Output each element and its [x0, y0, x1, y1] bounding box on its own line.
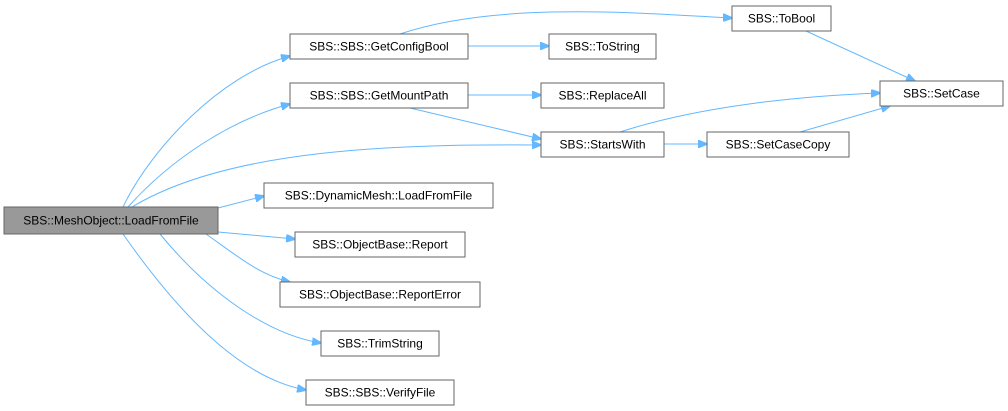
node-label: SBS::SetCase — [903, 87, 980, 101]
node-label: SBS::ObjectBase::ReportError — [299, 288, 461, 302]
edge-root-to-verifyfile — [122, 233, 306, 390]
node-trimstring[interactable]: SBS::TrimString — [320, 330, 440, 357]
node-tobool[interactable]: SBS::ToBool — [731, 5, 832, 32]
edge-root-to-report — [217, 231, 295, 239]
node-box[interactable] — [289, 82, 469, 109]
node-box[interactable] — [540, 82, 665, 109]
edge-getconfigbool-to-tobool — [399, 11, 732, 35]
node-label: SBS::MeshObject::LoadFromFile — [23, 214, 199, 228]
node-tostring[interactable]: SBS::ToString — [548, 33, 657, 60]
node-getmountpath[interactable]: SBS::SBS::GetMountPath — [289, 82, 469, 109]
node-box[interactable] — [548, 33, 657, 60]
node-report[interactable]: SBS::ObjectBase::Report — [294, 231, 466, 258]
nodes-layer: SBS::MeshObject::LoadFromFile SBS::SBS::G… — [3, 5, 1004, 406]
node-label: SBS::TrimString — [337, 337, 423, 351]
node-setcase[interactable]: SBS::SetCase — [879, 80, 1004, 107]
node-label: SBS::SetCaseCopy — [726, 138, 831, 152]
node-getconfigbool[interactable]: SBS::SBS::GetConfigBool — [289, 33, 469, 60]
node-loadfromfile[interactable]: SBS::DynamicMesh::LoadFromFile — [263, 182, 494, 209]
node-label: SBS::StartsWith — [559, 138, 645, 152]
node-box[interactable] — [706, 131, 850, 158]
node-label: SBS::SBS::VerifyFile — [325, 386, 436, 400]
node-label: SBS::SBS::GetMountPath — [310, 89, 449, 103]
node-box[interactable] — [540, 131, 665, 158]
node-verifyfile[interactable]: SBS::SBS::VerifyFile — [305, 379, 455, 406]
edge-root-to-reporterror — [205, 233, 290, 282]
edge-root-to-getconfigbool — [122, 56, 290, 208]
edge-root-to-loadfromfile — [217, 196, 264, 209]
edge-root-to-getmountpath — [127, 104, 290, 208]
node-replaceall[interactable]: SBS::ReplaceAll — [540, 82, 665, 109]
edge-root-to-startswith — [131, 145, 541, 208]
node-label: SBS::ReplaceAll — [558, 89, 646, 103]
edge-tobool-to-setcase — [805, 30, 915, 81]
node-reporterror[interactable]: SBS::ObjectBase::ReportError — [279, 281, 481, 308]
node-box[interactable] — [731, 5, 832, 32]
node-label: SBS::DynamicMesh::LoadFromFile — [285, 189, 473, 203]
node-box[interactable] — [263, 182, 494, 209]
node-label: SBS::SBS::GetConfigBool — [309, 40, 448, 54]
node-label: SBS::ToBool — [748, 12, 815, 26]
node-box[interactable] — [289, 33, 469, 60]
node-box[interactable] — [879, 80, 1004, 107]
node-startswith[interactable]: SBS::StartsWith — [540, 131, 665, 158]
node-box[interactable] — [320, 330, 440, 357]
node-box[interactable] — [3, 206, 219, 235]
node-label: SBS::ObjectBase::Report — [312, 238, 448, 252]
node-box[interactable] — [305, 379, 455, 406]
node-setcasecopy[interactable]: SBS::SetCaseCopy — [706, 131, 850, 158]
edge-root-to-trimstring — [159, 233, 321, 343]
node-box[interactable] — [279, 281, 481, 308]
edge-setcasecopy-to-setcase — [799, 106, 890, 133]
edges-layer — [122, 11, 915, 390]
node-root[interactable]: SBS::MeshObject::LoadFromFile — [3, 206, 219, 235]
edge-getmountpath-to-startswith — [409, 107, 541, 139]
edge-startswith-to-setcase — [619, 93, 880, 133]
node-label: SBS::ToString — [565, 40, 640, 54]
node-box[interactable] — [294, 231, 466, 258]
